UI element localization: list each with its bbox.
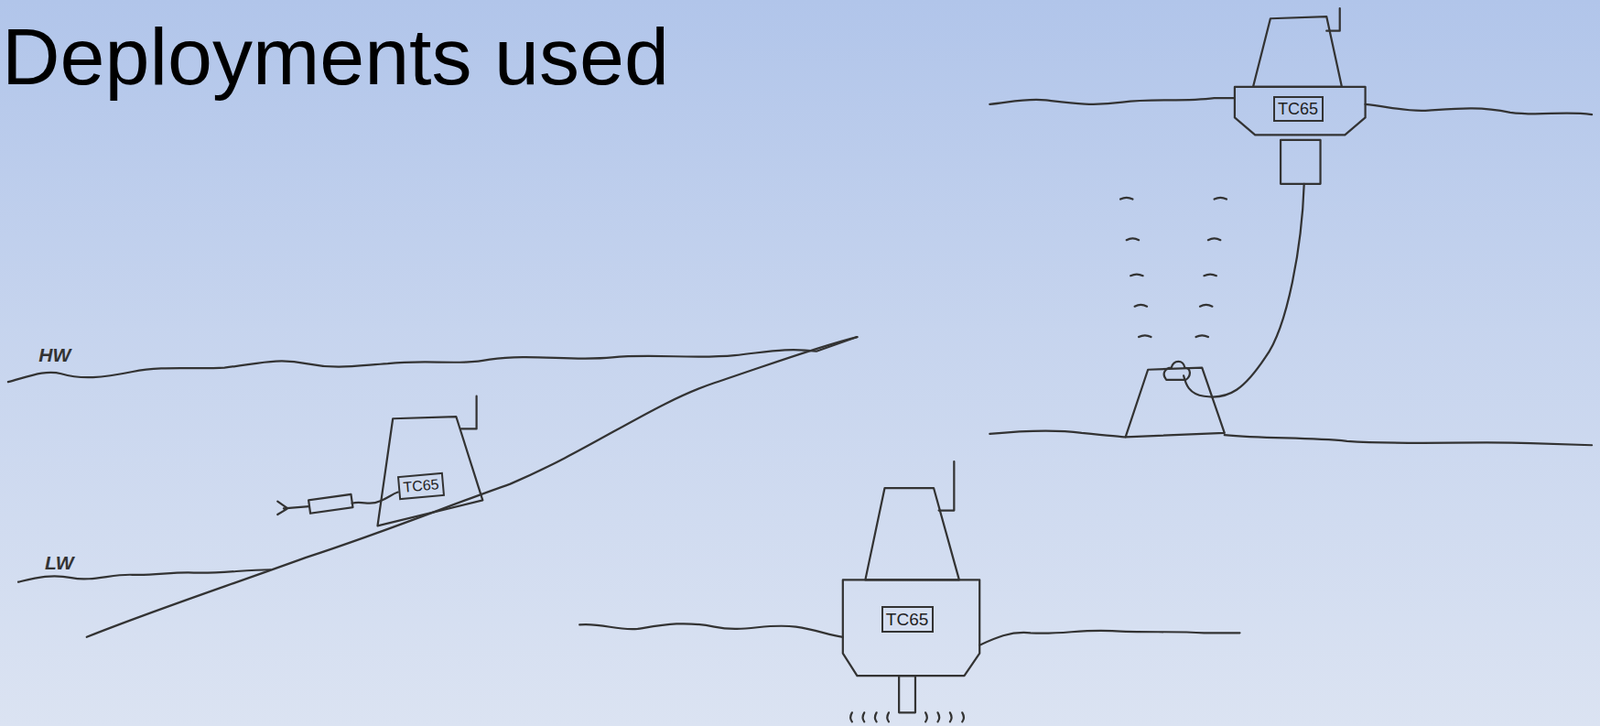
water-level-label: LW [44,552,75,573]
modem-box: TC65 [881,605,934,633]
water-level-label: HW [38,345,71,365]
high-water-line [8,336,858,382]
shore-antenna [461,396,477,430]
shore-housing [377,416,483,526]
surface-cable [1183,183,1305,398]
modem-label: TC65 [886,610,929,628]
sea-surface [989,97,1235,105]
surface-stem [1280,140,1320,184]
seabed-line [989,430,1592,445]
buoy-water-line [979,630,1240,646]
seabed-frame [1125,367,1225,438]
buoy-float [843,579,980,676]
seabed-hydrophone [1164,361,1190,380]
sound-waves [850,712,964,722]
shore-sensor [308,494,353,514]
modem-box: TC65 [397,472,445,500]
buoy-antenna [939,461,955,511]
buoy-water-line [579,623,844,638]
sea-surface [1365,104,1592,115]
surface-housing [1253,16,1342,87]
modem-box: TC65 [1273,96,1324,122]
sound-waves [1120,197,1227,337]
surface-platform [1234,86,1366,135]
slide-title: Deployments used [1,16,670,98]
buoy-housing [864,487,960,580]
shore-cable [352,492,399,504]
shore-slope [86,336,858,638]
shore-sensor-tip [277,501,310,515]
surface-antenna [1326,8,1340,32]
buoy-transducer [898,675,916,713]
modem-label: TC65 [402,476,440,495]
modem-label: TC65 [1277,100,1319,118]
